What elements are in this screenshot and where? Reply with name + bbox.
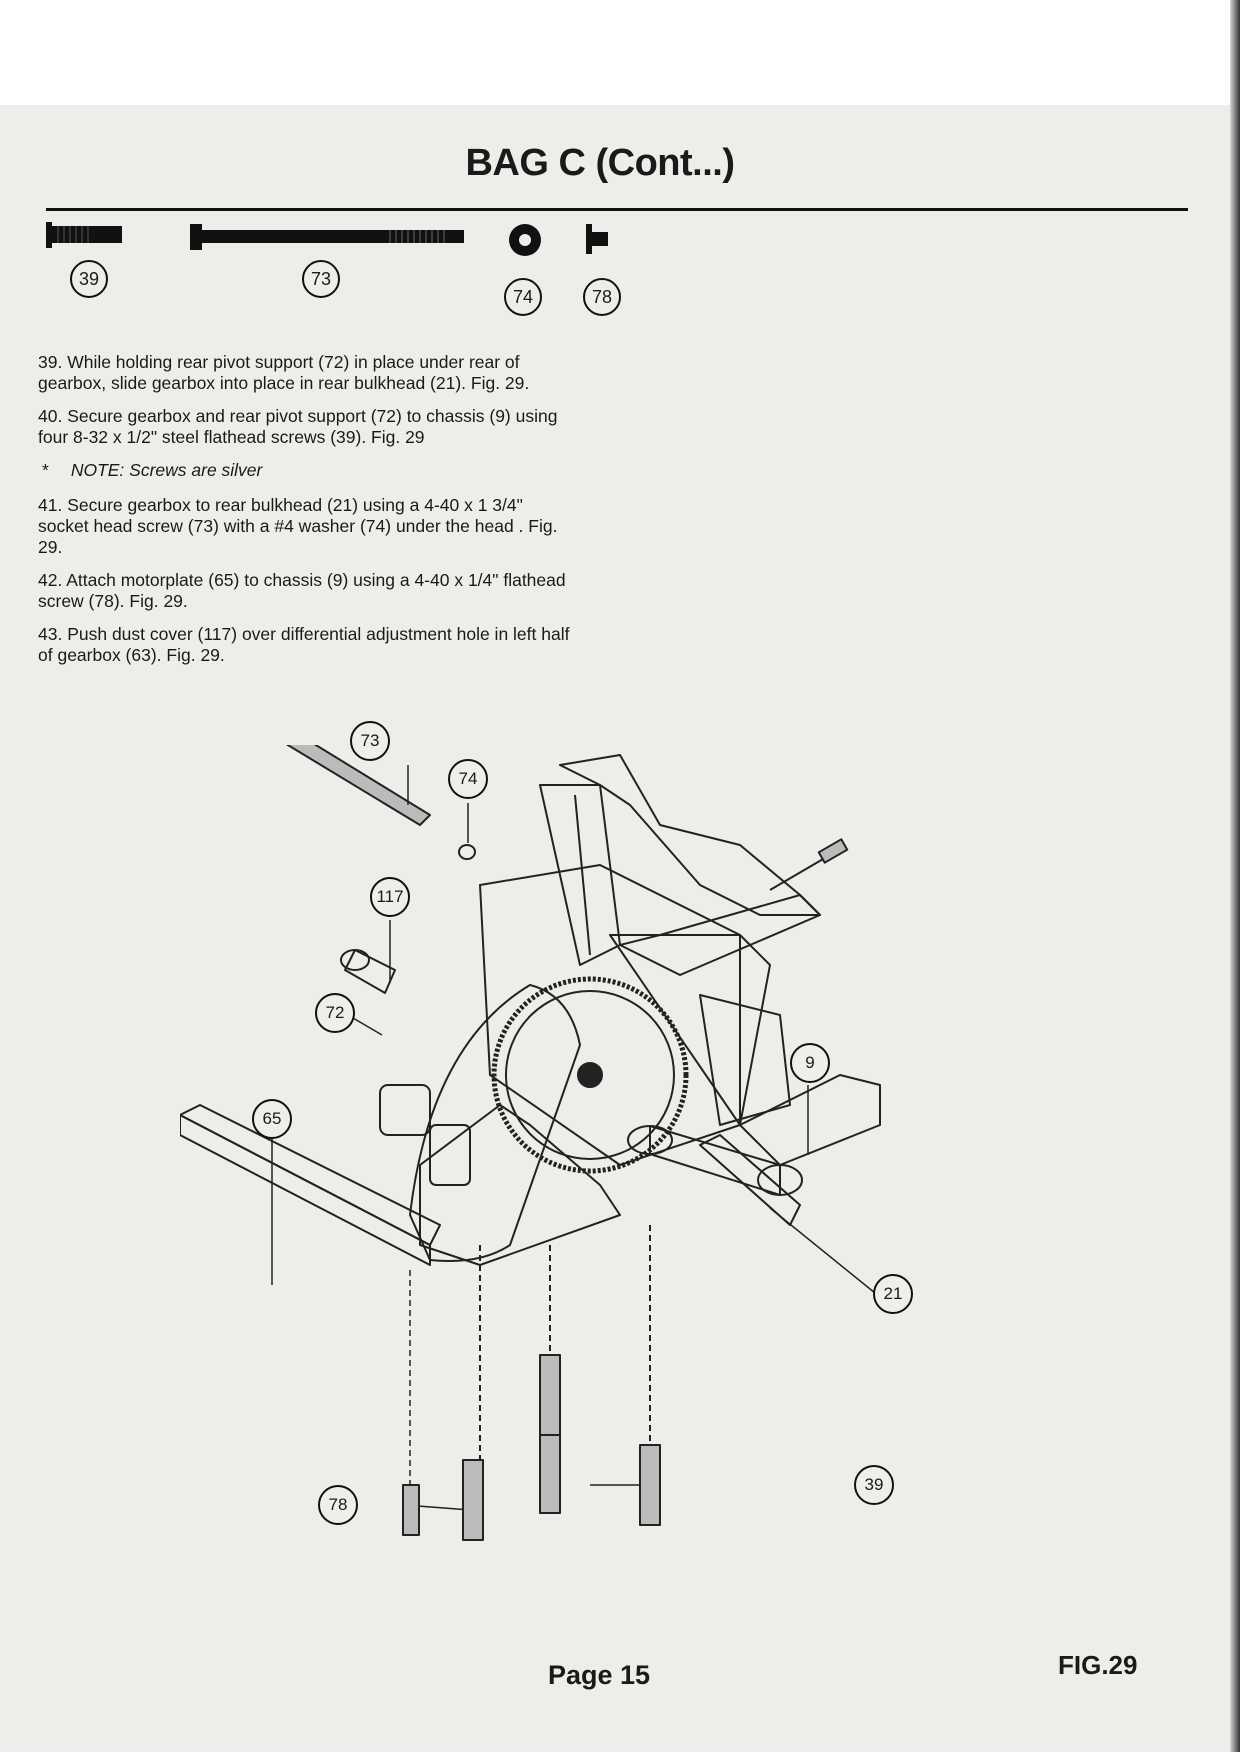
- leader-lines: [271, 765, 876, 1511]
- title-rule: [46, 208, 1188, 211]
- outdrive-shape: [627, 1125, 803, 1196]
- screw-73-icon: [190, 224, 464, 250]
- instruction-steps: 39. While holding rear pivot support (72…: [38, 352, 578, 678]
- callout-72: 72: [315, 993, 355, 1033]
- callout-9: 9: [790, 1043, 830, 1083]
- screw-78-icon: [586, 224, 608, 254]
- rear-pivot-support-72-shape: [379, 1084, 471, 1186]
- screw-39-icon: [46, 222, 122, 248]
- callout-65: 65: [252, 1099, 292, 1139]
- note-text: NOTE: Screws are silver: [70, 460, 263, 480]
- page-title: BAG C (Cont...): [465, 142, 735, 184]
- note: * NOTE: Screws are silver: [38, 460, 578, 481]
- long-screw-73-shape: [267, 722, 431, 826]
- parts-illustrations: [46, 222, 608, 256]
- callout-39: 39: [854, 1465, 894, 1505]
- part-label-78: 78: [583, 278, 621, 316]
- callout-78: 78: [318, 1485, 358, 1525]
- note-star: *: [42, 460, 49, 480]
- top-margin: [0, 0, 1240, 105]
- motorplate-65-shape: [409, 984, 581, 1262]
- figure-29-illustration: 73 74 117 65 72 9 21 39 78: [179, 684, 1040, 1575]
- figure-label: FIG.29: [1058, 1650, 1138, 1680]
- washer-74-shape: [458, 844, 476, 860]
- part-label-39: 39: [70, 260, 108, 298]
- callout-73: 73: [350, 721, 390, 761]
- step-40: 40. Secure gearbox and rear pivot suppor…: [38, 406, 558, 447]
- washer-74-icon: [509, 224, 541, 256]
- page-edge-shadow: [1230, 0, 1240, 1752]
- spur-gear-shape: [491, 976, 689, 1174]
- page-number: Page 15: [548, 1660, 651, 1690]
- step-42: 42. Attach motorplate (65) to chassis (9…: [38, 570, 566, 611]
- dust-cover-117-shape: [340, 949, 396, 994]
- parts-row: 39 73 74 78: [40, 218, 640, 328]
- gearbox-exploded-view: [179, 684, 881, 1541]
- flathead-screws-39-shape: [462, 1225, 661, 1541]
- part-label-74: 74: [504, 278, 542, 316]
- rear-bulkhead-shape: [539, 754, 821, 976]
- chassis-plates-shape: [179, 1074, 881, 1266]
- callout-21: 21: [873, 1274, 913, 1314]
- part-label-73: 73: [302, 260, 340, 298]
- manual-page: [0, 105, 1232, 1752]
- step-41: 41. Secure gearbox to rear bulkhead (21)…: [38, 495, 558, 557]
- callout-74: 74: [448, 759, 488, 799]
- step-43: 43. Push dust cover (117) over different…: [38, 624, 570, 665]
- flathead-screw-78-shape: [402, 1484, 420, 1536]
- step-39: 39. While holding rear pivot support (72…: [38, 352, 530, 393]
- callout-117: 117: [370, 877, 410, 917]
- gearbox-body-shape: [479, 864, 791, 1166]
